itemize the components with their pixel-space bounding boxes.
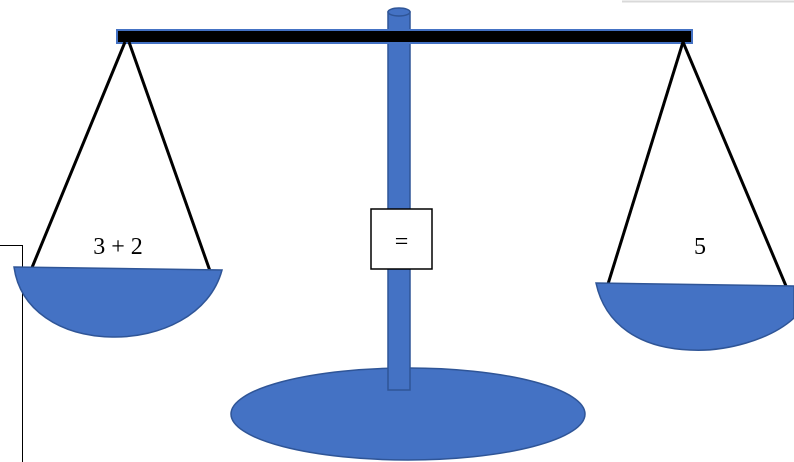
pole-top-cap: [387, 7, 411, 17]
right-string-outer: [606, 41, 685, 285]
left-string-inner: [127, 41, 212, 272]
right-string-inner: [681, 41, 788, 287]
left-string-outer: [29, 41, 127, 271]
equals-symbol: =: [395, 229, 409, 255]
right-pan-label: 5: [694, 234, 706, 260]
central-pole: [387, 11, 411, 391]
left-pan-label: 3 + 2: [93, 234, 143, 260]
scale-beam: [116, 29, 693, 44]
right-pan: [595, 282, 794, 351]
equals-box: [370, 208, 433, 270]
left-pan: [13, 266, 223, 338]
